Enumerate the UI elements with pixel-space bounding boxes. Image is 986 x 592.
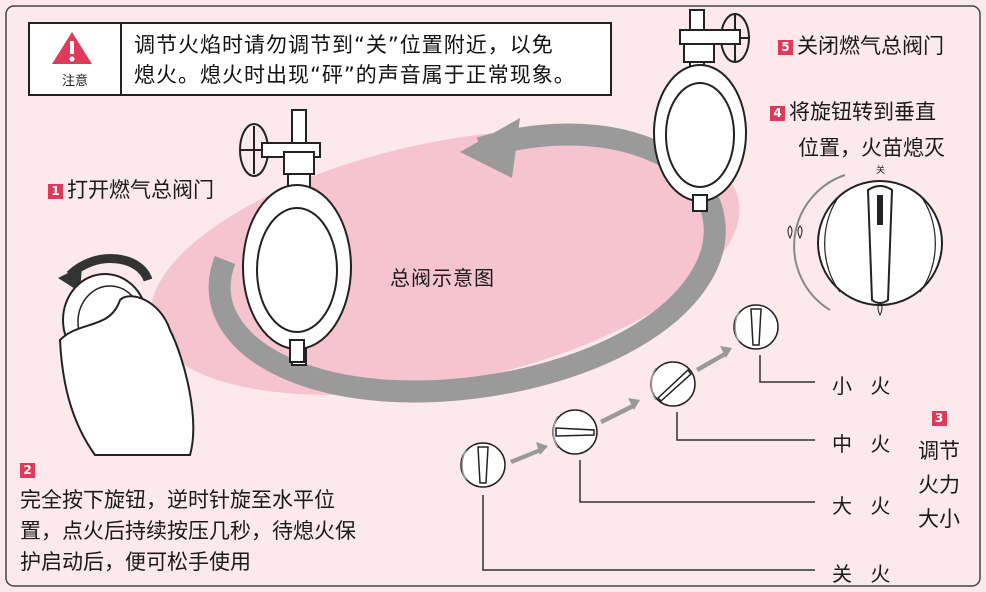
label-off: 关 火 bbox=[832, 562, 897, 586]
step-2-badge: 2 bbox=[20, 463, 35, 478]
step-3: 3 调节 火力 大小 bbox=[918, 400, 960, 536]
rotation-arrow bbox=[208, 123, 726, 403]
step-2-line-2: 置，点火后持续按压几秒，待熄火保 bbox=[20, 519, 356, 543]
center-label: 总阀示意图 bbox=[390, 266, 495, 290]
knob-medium-flame bbox=[650, 361, 696, 407]
knob-off-mark: 关 bbox=[876, 166, 886, 176]
main-valve-closed bbox=[653, 9, 750, 212]
knob-large-flame bbox=[552, 409, 598, 455]
warning-icon-cell bbox=[30, 24, 122, 94]
hand-turning-knob bbox=[58, 254, 195, 456]
step-2-line-1: 完全按下旋钮，逆时针旋至水平位 bbox=[20, 488, 335, 512]
step-4-line-2: 位置，火苗熄灭 bbox=[798, 136, 945, 160]
label-medium-flame: 中 火 bbox=[832, 432, 897, 456]
knob-off bbox=[460, 442, 506, 488]
warning-line-2: 熄火。熄火时出现“砰”的声音属于正常现象。 bbox=[134, 63, 576, 87]
warning-label: 注意 bbox=[61, 74, 88, 89]
label-large-flame: 大 火 bbox=[832, 494, 897, 518]
step-5: 5 关闭燃气总阀门 bbox=[778, 30, 944, 60]
label-small-flame: 小 火 bbox=[832, 374, 897, 398]
step-3-line-2: 火力 bbox=[918, 473, 960, 497]
step-1-badge: 1 bbox=[48, 184, 63, 199]
warning-line-1: 调节火焰时请勿调节到“关”位置附近，以免 bbox=[134, 33, 554, 57]
sequence-arrows bbox=[510, 346, 732, 464]
step-2: 2 完全按下旋钮，逆时针旋至水平位 置，点火后持续按压几秒，待熄火保 护启动后，… bbox=[20, 454, 356, 578]
step-5-text: 关闭燃气总阀门 bbox=[797, 34, 944, 58]
step-3-badge: 3 bbox=[931, 411, 947, 426]
step-4-line-1: 将旋钮转到垂直 bbox=[789, 100, 936, 124]
step-1-text: 打开燃气总阀门 bbox=[67, 178, 214, 202]
step-4: 4 将旋钮转到垂直 位置，火苗熄灭 bbox=[770, 94, 945, 166]
warning-box: 注意 调节火焰时请勿调节到“关”位置附近，以免 熄火。熄火时出现“砰”的声音属于… bbox=[28, 22, 612, 96]
big-knob-vertical bbox=[787, 174, 943, 317]
rotation-arrow-head bbox=[460, 118, 520, 178]
leader-lines bbox=[482, 355, 815, 571]
step-2-line-3: 护启动后，便可松手使用 bbox=[20, 550, 251, 574]
main-valve-open bbox=[239, 109, 352, 366]
step-1: 1 打开燃气总阀门 bbox=[48, 174, 214, 204]
knob-small-flame bbox=[733, 304, 779, 350]
step-4-badge: 4 bbox=[770, 106, 785, 121]
step-3-line-1: 调节 bbox=[918, 439, 960, 463]
step-5-badge: 5 bbox=[778, 40, 793, 55]
step-3-line-3: 大小 bbox=[918, 507, 960, 531]
warning-triangle-icon bbox=[52, 32, 92, 64]
warning-text: 调节火焰时请勿调节到“关”位置附近，以免 熄火。熄火时出现“砰”的声音属于正常现… bbox=[134, 30, 576, 90]
